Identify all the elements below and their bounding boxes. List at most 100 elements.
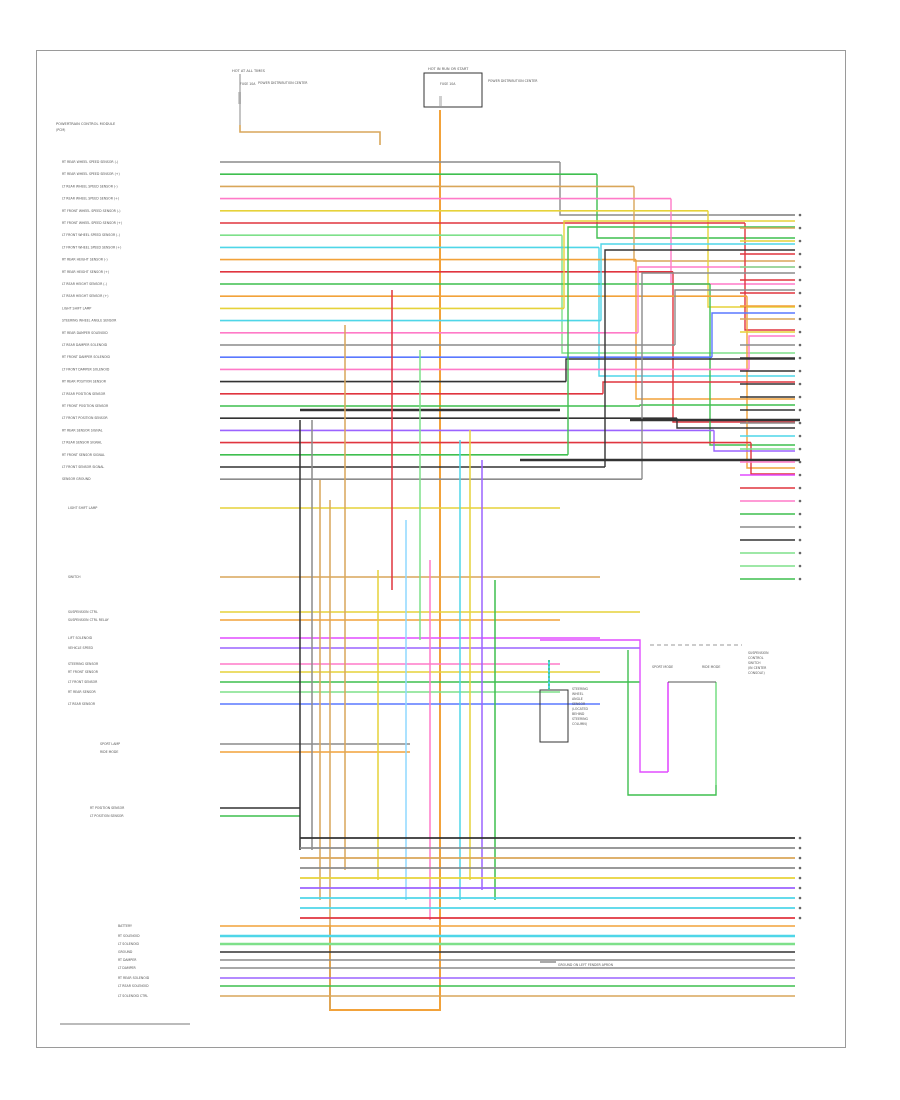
pin-label-bottom: LT REAR SOLENOID: [118, 984, 149, 988]
wire-route: [567, 226, 795, 455]
switch-caption-line: SWITCH: [748, 661, 761, 665]
pin-label-top: RT REAR HEIGHT SENSOR (-): [62, 258, 108, 262]
module-sub: (PCM): [56, 128, 65, 132]
wire-route: [559, 162, 795, 216]
connector-pin: [798, 408, 802, 412]
pin-label-top: RT REAR WHEEL SPEED SENSOR (+): [62, 172, 120, 176]
connector-pin: [798, 473, 802, 477]
sensor-caption-line: STEERING: [572, 717, 589, 721]
switch-sub-left: SPORT MODE: [652, 665, 673, 669]
pin-label-mid: RT REAR SENSOR: [68, 690, 97, 694]
pin-label-top: RT REAR SENSOR SIGNAL: [62, 428, 103, 432]
pin-label-top: LT REAR WHEEL SPEED SENSOR (-): [62, 184, 118, 188]
wire-route: [637, 266, 795, 333]
wire-route: [709, 284, 795, 446]
connector-pin: [798, 421, 802, 425]
connector-pin: [798, 896, 802, 900]
wire-route: [744, 223, 795, 331]
pin-label-mid: SUSPENSION CTRL: [68, 610, 98, 614]
pin-label-mid: STEERING SENSOR: [68, 662, 99, 666]
connector-pin: [798, 916, 802, 920]
wire-route: [676, 418, 795, 429]
wire-route: [604, 249, 795, 467]
connector-pin: [798, 836, 802, 840]
pin-label-mid: LIGHT SHIFT LAMP: [68, 506, 97, 510]
connector-pin: [798, 447, 802, 451]
fuse-right-title: HOT IN RUN OR START: [428, 67, 469, 71]
connector-pin: [798, 486, 802, 490]
pin-label-mid: LT FRONT SENSOR: [68, 680, 98, 684]
connector-pin: [798, 906, 802, 910]
sensor-caption-line: (LOCATED: [572, 707, 589, 711]
pin-label-lower: SPORT LAMP: [100, 742, 120, 746]
connector-pin: [798, 846, 802, 850]
connector-pin: [798, 317, 802, 321]
fuse-left-caption: POWER DISTRIBUTION CENTER: [258, 81, 308, 85]
wire-route: [639, 404, 795, 406]
pin-label-top: RT REAR HEIGHT SENSOR (+): [62, 270, 109, 274]
sensor-caption-line: ANGLE: [572, 697, 583, 701]
sensor-caption-line: SENSOR: [572, 702, 586, 706]
connector-pin: [798, 434, 802, 438]
fuse-hot-at-all-times: HOT AT ALL TIMES FUSE 10A POWER DISTRIBU…: [232, 69, 308, 125]
pin-label-top: LT FRONT WHEEL SPEED SENSOR (-): [62, 233, 120, 237]
top-harness-labels: RT REAR WHEEL SPEED SENSOR (-)RT REAR WH…: [62, 160, 122, 481]
wire-route: [563, 220, 795, 309]
pin-label-bottom: BATTERY: [118, 924, 132, 928]
fuse-left-title: HOT AT ALL TIMES: [232, 69, 266, 73]
connector-pin: [798, 866, 802, 870]
connector-pin: [798, 330, 802, 334]
connector-pin: [798, 356, 802, 360]
wire-route: [711, 312, 795, 358]
pin-label-mid: LIFT SOLENOID: [68, 636, 93, 640]
mid-harness: [220, 290, 640, 1010]
pin-label-top: LT REAR WHEEL SPEED SENSOR (+): [62, 197, 119, 201]
pin-label-top: LT FRONT DAMPER SOLENOID: [62, 367, 110, 371]
switch-caption-line: (IN CENTER: [748, 666, 767, 670]
pin-label-top: RT REAR DAMPER SOLENOID: [62, 331, 108, 335]
switch-caption-line: SUSPENSION: [748, 651, 769, 655]
fuse-right-caption: POWER DISTRIBUTION CENTER: [488, 79, 538, 83]
pin-label-lower2: LT POSITION SENSOR: [90, 814, 124, 818]
pin-label-top: LT REAR DAMPER SOLENOID: [62, 343, 108, 347]
connector-pin: [798, 512, 802, 516]
connector-pin: [798, 278, 802, 282]
wire-route: [598, 247, 795, 377]
pin-label-lower: RIDE MODE: [100, 750, 118, 754]
pin-label-mid: SWITCH: [68, 575, 81, 579]
pin-label-bottom: LT DAMPER: [118, 966, 137, 970]
sensor-caption-line: STEERING: [572, 687, 589, 691]
wire-route: [707, 210, 795, 308]
connector-pin: [798, 226, 802, 230]
connector-pin: [798, 551, 802, 555]
connector-pin: [798, 291, 802, 295]
pin-label-top: LT FRONT POSITION SENSOR: [62, 416, 108, 420]
pin-label-top: RT FRONT DAMPER SOLENOID: [62, 355, 110, 359]
fuse-hot-in-run: HOT IN RUN OR START FUSE 10A POWER DISTR…: [423, 67, 538, 108]
connector-pin: [798, 213, 802, 217]
bottom-harness: [220, 925, 795, 997]
connector-pin: [798, 886, 802, 890]
connector-pin: [798, 252, 802, 256]
sensor-caption-line: BEHIND: [572, 712, 585, 716]
switch-caption-line: CONSOLE): [748, 671, 765, 675]
wire-route: [596, 174, 795, 239]
ground-note: GROUND ON LEFT FENDER APRON: [558, 963, 614, 967]
connector-pin: [798, 343, 802, 347]
pin-label-top: STEERING WHEEL ANGLE SENSOR: [62, 319, 117, 323]
pin-label-top: LT REAR SENSOR SIGNAL: [62, 441, 102, 445]
top-harness: [220, 161, 800, 481]
connector-pin: [798, 460, 802, 464]
pin-label-mid: RT FRONT SENSOR: [68, 670, 99, 674]
connector-pin: [798, 499, 802, 503]
right-connector-rows: [300, 213, 802, 920]
sensor-caption-line: COLUMN): [572, 722, 587, 726]
sensor-caption-line: WHEEL: [572, 692, 584, 696]
module-title: POWERTRAIN CONTROL MODULE: [56, 122, 116, 126]
pin-label-top: SENSOR GROUND: [62, 477, 91, 481]
pin-label-top: RT FRONT WHEEL SPEED SENSOR (+): [62, 221, 122, 225]
